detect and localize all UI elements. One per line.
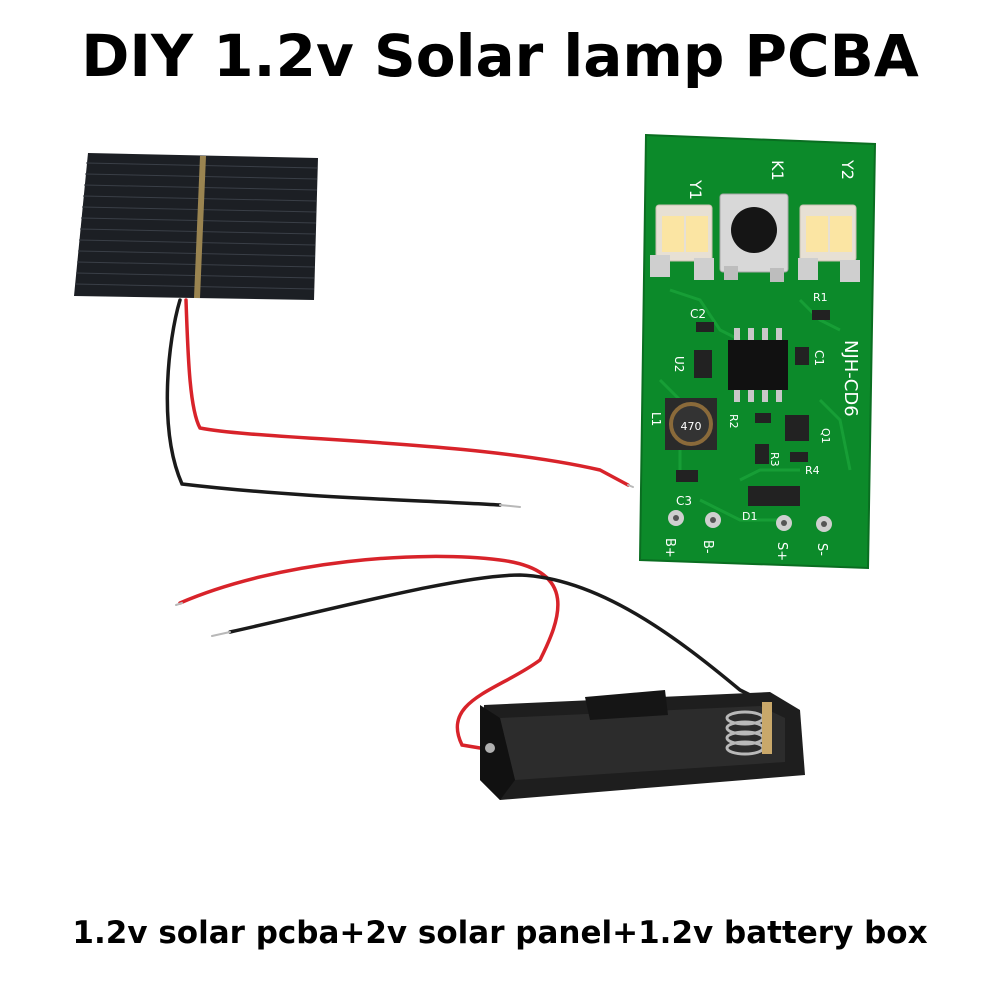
label-c3: C3	[676, 494, 692, 508]
pcb-board: 470 Y1 K1 Y2 R1 C2 C1 U2 NJH-CD6 L1 R2 Q…	[638, 133, 877, 570]
inductor-mark: 470	[681, 420, 702, 433]
label-b-minus: B-	[700, 540, 715, 554]
product-caption: 1.2v solar pcba+2v solar panel+1.2v batt…	[72, 915, 928, 951]
label-b-plus: B+	[662, 538, 677, 558]
label-r1: R1	[813, 291, 828, 304]
label-u2: U2	[672, 356, 686, 372]
label-r2: R2	[727, 414, 740, 429]
label-r4: R4	[805, 464, 820, 477]
label-l1: L1	[649, 412, 663, 426]
label-y1: Y1	[686, 179, 705, 200]
battery-box	[480, 690, 805, 800]
label-y2: Y2	[838, 159, 857, 180]
label-q1: Q1	[819, 428, 832, 444]
label-c2: C2	[690, 307, 706, 321]
solar-panel-wires	[165, 298, 634, 508]
label-d1: D1	[742, 510, 757, 523]
page-title: DIY 1.2v Solar lamp PCBA	[81, 22, 919, 90]
label-s-plus: S+	[774, 542, 789, 561]
label-c1: C1	[812, 350, 826, 366]
label-model: NJH-CD6	[840, 340, 861, 417]
label-k1: K1	[768, 160, 787, 181]
label-r3: R3	[768, 452, 781, 467]
label-s-minus: S-	[814, 543, 829, 556]
solar-panel	[74, 153, 318, 300]
battery-box-wires	[175, 554, 762, 750]
